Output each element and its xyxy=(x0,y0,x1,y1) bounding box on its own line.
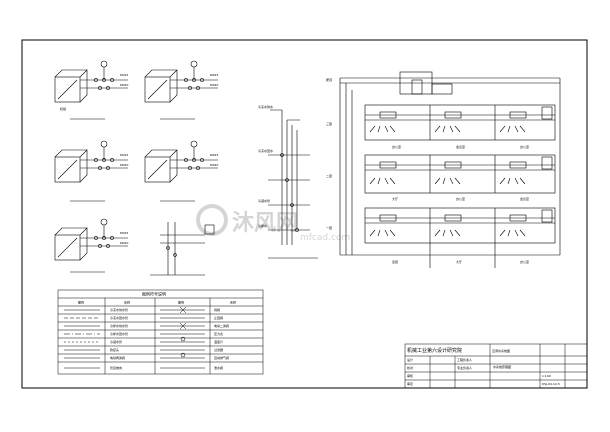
title-block xyxy=(404,343,588,389)
room-label: 办公室 xyxy=(520,259,529,264)
legend-title: 图例符号说明 xyxy=(142,291,166,297)
title-field: 校对 xyxy=(407,365,413,370)
title-field: 审核 xyxy=(407,373,413,378)
legend-name: 冷却水供水管 xyxy=(110,323,128,328)
title-field: 设计 xyxy=(407,357,413,362)
title-field: 专业负责人 xyxy=(457,365,472,370)
unit-detail-2 xyxy=(144,60,218,120)
riser-label: 冷却水 xyxy=(258,223,267,228)
legend-name: 管道坡向 xyxy=(110,365,122,370)
legend-header: 图例 xyxy=(178,300,184,305)
title-field: 审定 xyxy=(407,381,413,386)
riser-label: 冷冻水供水 xyxy=(258,104,273,109)
title-field: 工程负责人 xyxy=(457,357,472,362)
riser-label: 冷冻水回水 xyxy=(258,148,273,153)
legend-name: 电动二通阀 xyxy=(214,323,229,328)
legend-name: 止回阀 xyxy=(214,315,223,320)
legend-table xyxy=(57,289,264,375)
unit-detail-4 xyxy=(144,140,218,202)
unit-label: DN20 xyxy=(120,241,128,245)
unit-detail-5 xyxy=(54,218,128,273)
drawing-border xyxy=(21,39,588,389)
watermark-url: mfcad.com xyxy=(300,233,350,243)
room-label: 办公室 xyxy=(456,196,465,201)
legend-header: 名称 xyxy=(230,300,236,305)
small-riser-detail xyxy=(150,222,215,276)
unit-label: DN20 xyxy=(120,83,128,87)
legend-header: 图例 xyxy=(78,300,84,305)
watermark: 沐风网 mfcad.com xyxy=(196,204,350,243)
legend-name: 电动两通阀 xyxy=(110,355,125,360)
room-label: 走廊 xyxy=(392,259,398,264)
legend-text: 图例符号说明 图例 名称 图例 名称 冷冻水供水管 冷冻水回水管 冷却水供水管 … xyxy=(78,291,236,371)
legend-header: 名称 xyxy=(124,300,130,305)
room-label: 大厅 xyxy=(456,259,462,264)
room-label: 办公室 xyxy=(520,144,529,149)
unit-detail-3 xyxy=(54,140,128,202)
drawing-scale: 1:100 xyxy=(542,374,551,378)
legend-name: 冷冻水供水管 xyxy=(110,307,128,312)
company-name: 机械工业第六设计研究院 xyxy=(407,347,462,354)
system-labels: 屋顶 三层 二层 一层 办公室 会议室 办公室 大厅 办公室 会议室 走廊 大厅… xyxy=(326,77,529,264)
title-block-text: 机械工业第六设计研究院 空调水系统图 水系统原理图 DSJ-04-12-5 1:… xyxy=(407,347,560,386)
drawing-number: DSJ-04-12-5 xyxy=(542,382,560,386)
legend-name: 闸阀 xyxy=(214,307,220,312)
unit-label: DN20 xyxy=(120,163,128,167)
room-label: 会议室 xyxy=(456,144,465,149)
room-label: 会议室 xyxy=(520,196,529,201)
room-label: 大厅 xyxy=(392,196,398,201)
unit-label: DN20 xyxy=(210,83,218,87)
riser-label: 冷凝水管 xyxy=(258,198,270,203)
legend-name: 冷凝水管 xyxy=(110,339,122,344)
legend-name: 自动排气阀 xyxy=(214,355,229,360)
unit-detail-1 xyxy=(54,60,128,120)
floor-label: 二层 xyxy=(326,173,332,178)
unit-label: DN25 xyxy=(120,153,128,157)
drawing-title: 水系统原理图 xyxy=(493,364,511,369)
unit-label: DN25 xyxy=(210,153,218,157)
unit-label: DN25 xyxy=(210,73,218,77)
floor-label: 一层 xyxy=(326,225,332,230)
unit-details xyxy=(54,60,218,276)
system-schematic xyxy=(339,71,561,268)
unit-detail-labels: DN25 DN20 DN25 DN20 DN25 DN20 DN25 DN20 … xyxy=(120,73,218,245)
riser-labels: 冷冻水供水 冷冻水回水 冷凝水管 冷却水 xyxy=(258,104,273,228)
legend-name: 温度计 xyxy=(214,339,223,344)
floor-label: 三层 xyxy=(326,121,332,126)
ahu-label: 机组 xyxy=(60,106,66,111)
legend-name: 过滤器 xyxy=(214,347,223,352)
room-label: 办公室 xyxy=(392,144,401,149)
floor-label: 屋顶 xyxy=(326,77,332,82)
unit-label: DN25 xyxy=(120,231,128,235)
legend-name: 泄水阀 xyxy=(214,365,223,370)
legend-name: 软接头 xyxy=(110,347,119,352)
legend-name: 冷冻水回水管 xyxy=(110,315,128,320)
unit-label: DN25 xyxy=(120,73,128,77)
legend-name: 冷却水回水管 xyxy=(110,331,128,336)
unit-label: DN20 xyxy=(210,163,218,167)
legend-name: 压力表 xyxy=(214,331,223,336)
project-name: 空调水系统图 xyxy=(492,348,510,353)
riser-diagram xyxy=(268,109,318,259)
